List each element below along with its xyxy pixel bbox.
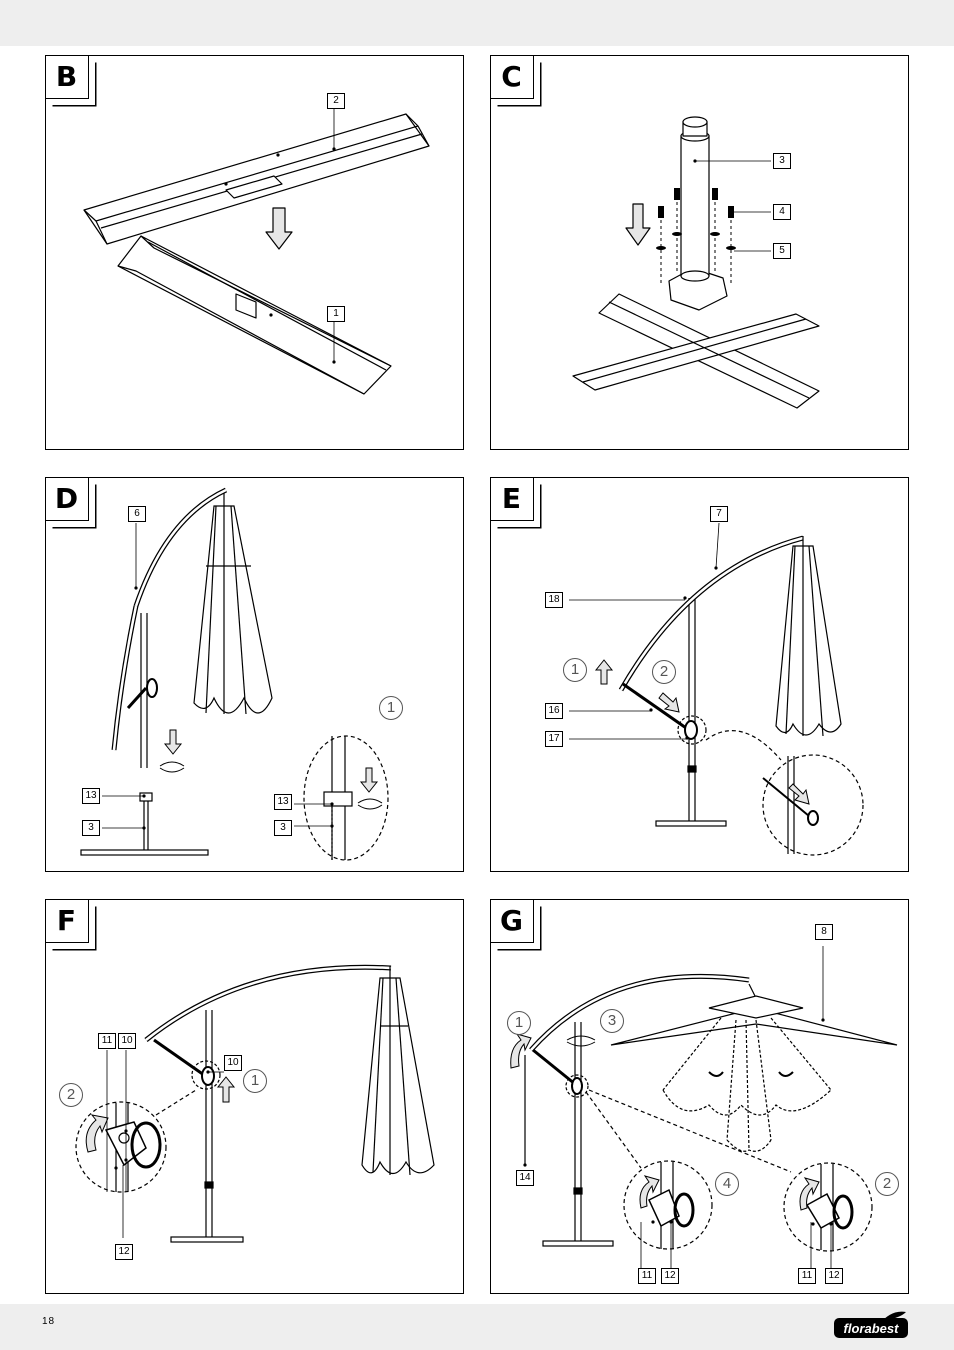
callout-18: 18: [545, 592, 563, 608]
panel-b-illustration: [83, 108, 430, 395]
panel-b-label: B: [44, 54, 89, 99]
callout-14: 14: [516, 1170, 534, 1186]
up-arrow-icon: [216, 1076, 236, 1103]
callout-10-pole: 10: [224, 1055, 242, 1071]
panel-e: E: [489, 476, 909, 872]
panel-g-label: G: [489, 898, 534, 943]
step-1: 1: [563, 658, 587, 682]
base-foot: [542, 1240, 614, 1247]
step-2: 2: [652, 660, 676, 684]
panel-d: D: [44, 476, 464, 872]
panel-b: B 2 1: [44, 54, 464, 450]
crank-handle: [571, 1077, 583, 1095]
callout-12: 12: [115, 1244, 133, 1260]
top-margin-band: [0, 0, 954, 46]
callout-17: 17: [545, 731, 563, 747]
panel-f-illustration: [75, 964, 435, 1243]
callout-5: 5: [773, 243, 791, 259]
callout-12-left: 12: [661, 1268, 679, 1284]
crank-handle: [146, 678, 158, 698]
rotate-arrows-icon: [159, 761, 185, 767]
step-3: 3: [600, 1009, 624, 1033]
step-4: 4: [715, 1172, 739, 1196]
panel-d-illustration: [80, 487, 389, 861]
panel-f-label: F: [44, 898, 89, 943]
rotate-arrows-icon: [566, 1035, 596, 1041]
detail-magnifier-right: [783, 1162, 873, 1252]
step-1: 1: [243, 1069, 267, 1093]
closed-canopy: [775, 545, 842, 736]
rotate-arrow-icon: [510, 1033, 532, 1069]
callout-13-detail: 13: [274, 794, 292, 810]
diagonal-arrow-icon: [658, 692, 680, 713]
step-2: 2: [59, 1083, 83, 1107]
rotate-arrow-icon: [85, 1114, 109, 1153]
panel-d-label: D: [44, 476, 89, 521]
panel-c-illustration: [572, 116, 820, 409]
callout-7: 7: [710, 506, 728, 522]
base-foot: [655, 820, 727, 827]
detail-magnifier-left: [623, 1160, 713, 1250]
panel-g-illustration: [510, 946, 898, 1268]
callout-3-detail: 3: [274, 820, 292, 836]
callout-12-right: 12: [825, 1268, 843, 1284]
svg-text:florabest: florabest: [844, 1321, 900, 1336]
crank-handle: [684, 720, 698, 740]
callout-1: 1: [327, 306, 345, 322]
callout-16: 16: [545, 703, 563, 719]
callout-8: 8: [815, 924, 833, 940]
panel-c-label: C: [489, 54, 534, 99]
callout-3: 3: [773, 153, 791, 169]
pole-tube: [680, 135, 710, 277]
step-1: 1: [507, 1011, 531, 1035]
panel-e-label: E: [489, 476, 534, 521]
panel-f: F: [44, 898, 464, 1294]
callout-11: 11: [98, 1033, 116, 1049]
callout-3: 3: [82, 820, 100, 836]
callout-2: 2: [327, 93, 345, 109]
crank-handle: [201, 1066, 215, 1086]
step-2: 2: [875, 1172, 899, 1196]
panel-c: C: [489, 54, 909, 450]
down-arrow-icon: [265, 207, 293, 250]
detail-magnifier: [762, 754, 864, 856]
down-arrow-icon: [625, 203, 651, 246]
bottom-margin-band: [0, 1304, 954, 1350]
callout-10: 10: [118, 1033, 136, 1049]
florabest-logo: florabest: [834, 1311, 908, 1338]
panel-g: G: [489, 898, 909, 1294]
callout-11-left: 11: [638, 1268, 656, 1284]
panel-e-illustration: [569, 522, 864, 856]
callout-6: 6: [128, 506, 146, 522]
rail-upper: [83, 113, 430, 245]
step-1: 1: [379, 696, 403, 720]
callout-4: 4: [773, 204, 791, 220]
umbrella-arm: [618, 535, 804, 692]
detail-magnifier: [75, 1101, 167, 1193]
callout-11-right: 11: [798, 1268, 816, 1284]
base-foot: [80, 849, 209, 856]
screw-icon: [658, 206, 664, 218]
down-arrow-icon: [163, 729, 183, 755]
page-number: 18: [42, 1316, 56, 1327]
base-foot: [170, 1236, 244, 1243]
up-arrow-icon: [594, 659, 614, 685]
callout-13: 13: [82, 788, 100, 804]
washer-icon: [656, 246, 666, 250]
detail-magnifier: [303, 735, 389, 861]
